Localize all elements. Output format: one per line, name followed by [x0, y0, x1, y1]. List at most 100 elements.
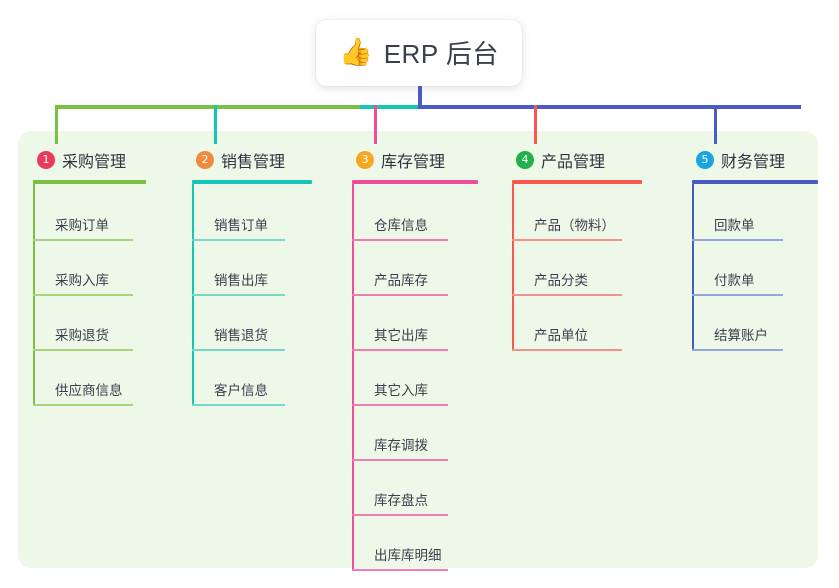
leaf-item[interactable]: 结算账户: [692, 296, 818, 351]
leaf-item-label: 客户信息: [214, 383, 268, 398]
leaf-item-label: 回款单: [714, 218, 755, 233]
leaf-item-rule: [192, 349, 285, 351]
leaf-item-label: 产品库存: [374, 273, 428, 288]
leaf-item[interactable]: 销售出库: [192, 241, 312, 296]
column-title-2: 销售管理: [221, 154, 286, 171]
leaf-item-rule: [512, 349, 622, 351]
leaf-item[interactable]: 采购入库: [33, 241, 146, 296]
leaf-item-label: 产品分类: [534, 273, 588, 288]
leaf-item-label: 产品（物料）: [534, 218, 615, 233]
leaf-item-label: 销售退货: [214, 328, 268, 343]
leaf-item-label: 其它出库: [374, 328, 428, 343]
leaf-item[interactable]: 付款单: [692, 241, 818, 296]
leaf-spine-5: [692, 184, 694, 349]
leaf-item-rule: [512, 239, 622, 241]
leaf-item-label: 结算账户: [714, 328, 768, 343]
column-3: 3 库存管理仓库信息产品库存其它出库其它入库库存调拨库存盘点出库库明细: [352, 145, 478, 571]
thumbs-up-icon: 👍: [339, 36, 373, 68]
leaf-item-rule: [512, 294, 622, 296]
column-badge-1: 1: [37, 151, 55, 169]
leaf-item-rule: [352, 404, 448, 406]
column-1: 1 采购管理采购订单采购入库采购退货供应商信息: [33, 145, 146, 406]
leaf-item-label: 库存盘点: [374, 493, 428, 508]
leaf-item-label: 库存调拨: [374, 438, 428, 453]
leaf-item[interactable]: 库存调拨: [352, 406, 478, 461]
leaf-item-rule: [352, 349, 448, 351]
leaf-item[interactable]: 库存盘点: [352, 461, 478, 516]
leaf-item-label: 产品单位: [534, 328, 588, 343]
leaf-item[interactable]: 销售退货: [192, 296, 312, 351]
leaf-item[interactable]: 回款单: [692, 186, 818, 241]
connector-bar-segment-3: [418, 105, 801, 109]
leaf-item-rule: [33, 294, 133, 296]
leaf-list-2: 销售订单销售出库销售退货客户信息: [192, 184, 312, 406]
leaf-item[interactable]: 产品库存: [352, 241, 478, 296]
column-title-4: 产品管理: [541, 154, 606, 171]
leaf-spine-4: [512, 184, 514, 349]
leaf-item-rule: [352, 294, 448, 296]
column-header-2[interactable]: 2 销售管理: [192, 145, 312, 175]
root-node[interactable]: 👍 ERP 后台: [316, 20, 522, 86]
leaf-item[interactable]: 采购订单: [33, 186, 146, 241]
leaf-item-rule: [692, 239, 783, 241]
leaf-list-4: 产品（物料） 产品分类产品单位: [512, 184, 642, 351]
column-header-3[interactable]: 3 库存管理: [352, 145, 478, 175]
leaf-item-label: 付款单: [714, 273, 755, 288]
connector-bar-segment-1: [55, 105, 360, 109]
leaf-item[interactable]: 销售订单: [192, 186, 312, 241]
leaf-item[interactable]: 其它出库: [352, 296, 478, 351]
leaf-item-rule: [352, 569, 448, 571]
root-node-label: ERP 后台: [383, 38, 499, 69]
leaf-item[interactable]: 仓库信息: [352, 186, 478, 241]
leaf-item-label: 采购入库: [55, 273, 109, 288]
leaf-list-5: 回款单付款单结算账户: [692, 184, 818, 351]
leaf-item-label: 仓库信息: [374, 218, 428, 233]
leaf-list-3: 仓库信息产品库存其它出库其它入库库存调拨库存盘点出库库明细: [352, 184, 478, 571]
root-stem: [418, 86, 422, 106]
leaf-item-rule: [192, 294, 285, 296]
leaf-item[interactable]: 采购退货: [33, 296, 146, 351]
leaf-item-rule: [692, 349, 783, 351]
column-5: 5 财务管理回款单付款单结算账户: [692, 145, 818, 351]
leaf-item-label: 采购订单: [55, 218, 109, 233]
column-title-1: 采购管理: [62, 154, 127, 171]
leaf-item[interactable]: 出库库明细: [352, 516, 478, 571]
column-2: 2 销售管理销售订单销售出库销售退货客户信息: [192, 145, 312, 406]
leaf-item-label: 销售出库: [214, 273, 268, 288]
column-badge-5: 5: [696, 151, 714, 169]
leaf-item[interactable]: 其它入库: [352, 351, 478, 406]
leaf-item-label: 销售订单: [214, 218, 268, 233]
column-rule-5: [692, 180, 818, 184]
leaf-item[interactable]: 产品分类: [512, 241, 642, 296]
column-title-5: 财务管理: [721, 154, 786, 171]
leaf-item-label: 其它入库: [374, 383, 428, 398]
column-header-4[interactable]: 4 产品管理: [512, 145, 642, 175]
column-badge-4: 4: [516, 151, 534, 169]
column-header-5[interactable]: 5 财务管理: [692, 145, 818, 175]
column-4: 4 产品管理产品（物料） 产品分类产品单位: [512, 145, 642, 351]
leaf-spine-3: [352, 184, 354, 569]
leaf-item-rule: [33, 239, 133, 241]
leaf-item[interactable]: 客户信息: [192, 351, 312, 406]
leaf-item[interactable]: 产品单位: [512, 296, 642, 351]
leaf-item-rule: [33, 349, 133, 351]
leaf-item-rule: [692, 294, 783, 296]
column-title-3: 库存管理: [381, 154, 446, 171]
leaf-item-rule: [192, 404, 285, 406]
leaf-item-label: 采购退货: [55, 328, 109, 343]
connector-bar-segment-2: [360, 105, 420, 109]
leaf-item[interactable]: 产品（物料）: [512, 186, 642, 241]
leaf-item-rule: [352, 459, 448, 461]
leaf-list-1: 采购订单采购入库采购退货供应商信息: [33, 184, 146, 406]
leaf-item-rule: [192, 239, 285, 241]
column-badge-2: 2: [196, 151, 214, 169]
leaf-item-label: 供应商信息: [55, 383, 123, 398]
leaf-item-rule: [33, 404, 133, 406]
column-header-1[interactable]: 1 采购管理: [33, 145, 146, 175]
column-badge-3: 3: [356, 151, 374, 169]
column-rule-2: [192, 180, 312, 184]
leaf-item-label: 出库库明细: [374, 548, 442, 563]
leaf-item[interactable]: 供应商信息: [33, 351, 146, 406]
root-node-content: 👍 ERP 后台: [339, 34, 499, 71]
